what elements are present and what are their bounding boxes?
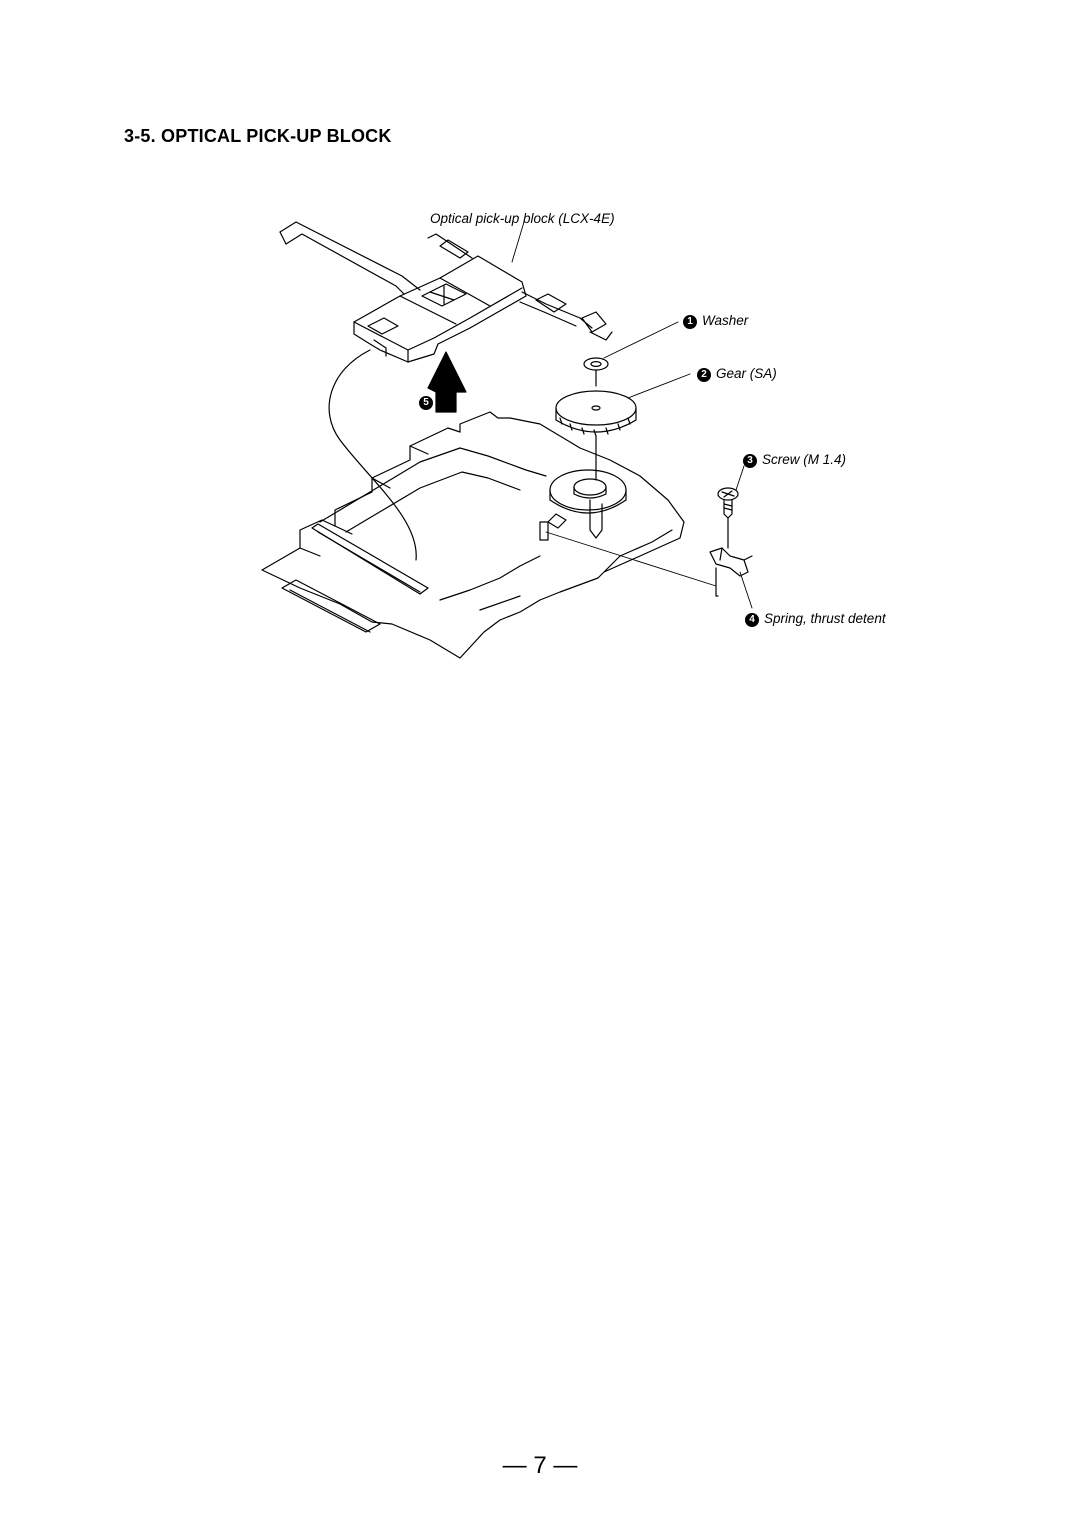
callout-gear: 2 Gear (SA): [697, 366, 777, 382]
optical-pickup-block: [353, 233, 613, 363]
exploded-view-diagram: [261, 221, 753, 659]
callout-removal-step: 5: [419, 394, 438, 410]
callout-washer: 1 Washer: [683, 313, 748, 329]
removal-arrow: [427, 351, 467, 413]
screw-part: [717, 487, 739, 519]
callout-screw: 3 Screw (M 1.4): [743, 452, 846, 468]
spring-part: [709, 547, 753, 577]
step-badge: 2: [697, 368, 711, 382]
ribbon-cable: [279, 221, 421, 295]
callout-spring: 4 Spring, thrust detent: [745, 611, 886, 627]
gear-part: [555, 390, 637, 437]
section-heading: 3-5. OPTICAL PICK-UP BLOCK: [124, 126, 392, 147]
callout-label: Spring, thrust detent: [764, 611, 886, 626]
step-badge: 3: [743, 454, 757, 468]
connector-plate: [281, 579, 381, 633]
step-badge: 1: [683, 315, 697, 329]
callout-label: Gear (SA): [716, 366, 777, 381]
callout-label: Screw (M 1.4): [762, 452, 847, 467]
section-number: 3-5.: [124, 126, 156, 146]
callout-label: Washer: [702, 313, 749, 328]
callout-optical-pickup-block: Optical pick-up block (LCX-4E): [430, 211, 615, 226]
section-title: OPTICAL PICK-UP BLOCK: [161, 126, 392, 146]
sled-rail: [311, 523, 429, 595]
callout-label: Optical pick-up block (LCX-4E): [430, 211, 615, 226]
motor-assembly: [539, 469, 627, 541]
spring-assembly-line: [715, 567, 719, 597]
chassis-base-plate: [261, 411, 685, 659]
leader-lines: [511, 221, 753, 609]
step-badge: 5: [419, 396, 433, 410]
flex-cable: [328, 349, 417, 561]
page-number: — 7 —: [502, 1452, 578, 1479]
step-badge: 4: [745, 613, 759, 627]
washer-part: [583, 357, 609, 371]
